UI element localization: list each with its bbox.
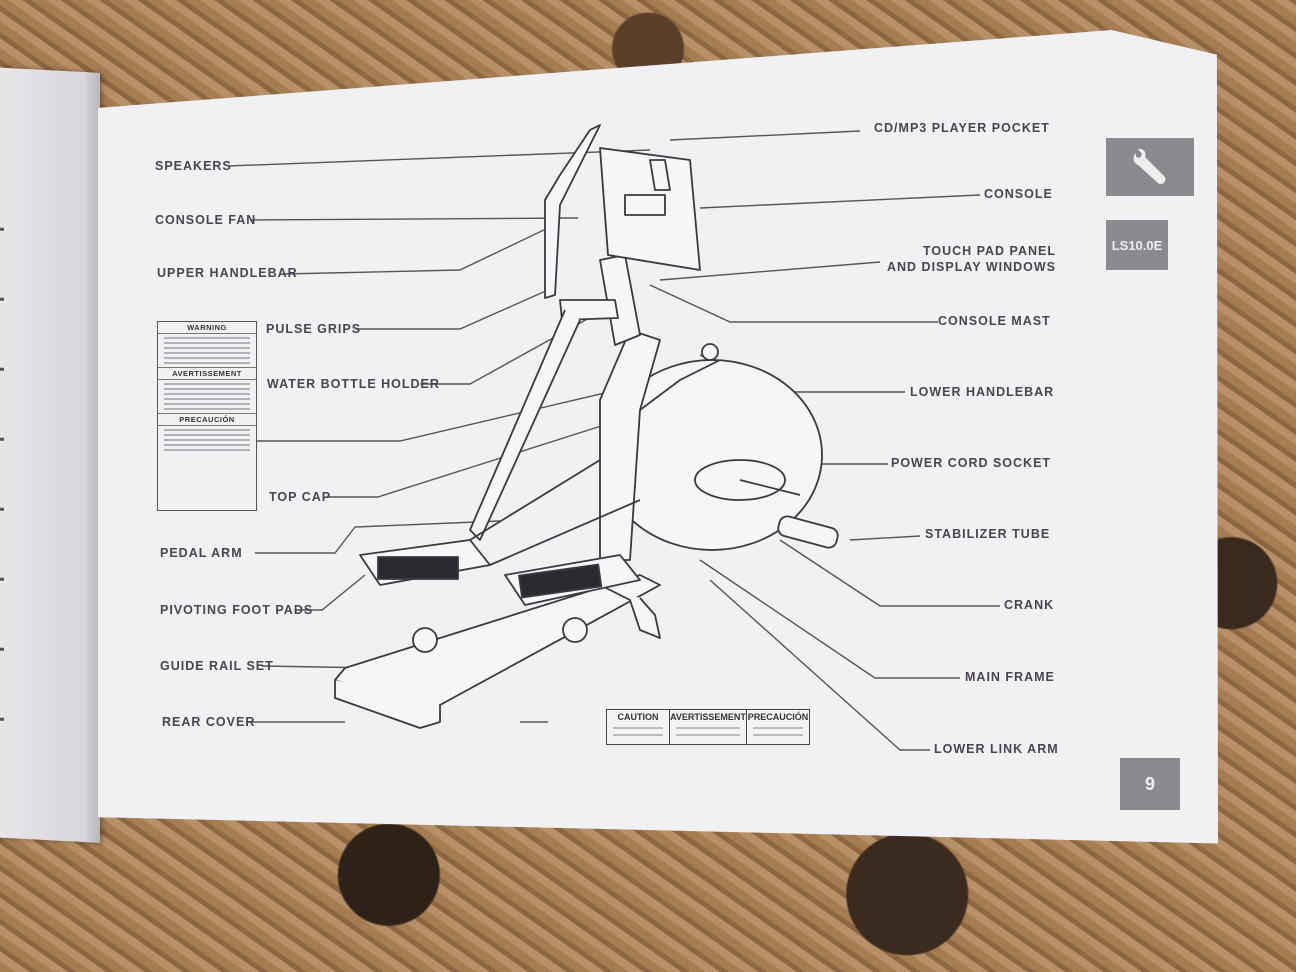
label-crank: CRANK	[1004, 598, 1055, 612]
label-cd-mp3-player-pocket: CD/MP3 PLAYER POCKET	[874, 121, 1050, 135]
label-stabilizer-tube: STABILIZER TUBE	[925, 527, 1051, 541]
warning-heading: WARNING	[158, 322, 256, 334]
label-lower-link-arm: LOWER LINK ARM	[934, 742, 1059, 756]
caution-sticker: CAUTION AVERTISSEMENT PRECAUCIÓN	[606, 709, 810, 745]
page-number-tab: 9	[1120, 758, 1180, 810]
caution-avertissement-heading: AVERTISSEMENT	[670, 712, 746, 722]
label-console-fan: CONSOLE FAN	[155, 213, 257, 227]
label-top-cap: TOP CAP	[269, 490, 332, 504]
caution-precaucion-heading: PRECAUCIÓN	[747, 712, 809, 722]
section-tab	[1106, 138, 1194, 196]
label-main-frame: MAIN FRAME	[965, 670, 1055, 684]
label-water-bottle-holder: WATER BOTTLE HOLDER	[267, 377, 440, 391]
label-pivoting-foot-pads: PIVOTING FOOT PADS	[160, 603, 314, 617]
label-pulse-grips: PULSE GRIPS	[266, 322, 362, 336]
wrench-icon	[1133, 148, 1166, 185]
caution-heading: CAUTION	[617, 712, 659, 722]
label-console: CONSOLE	[984, 187, 1053, 201]
label-pedal-arm: PEDAL ARM	[160, 546, 243, 560]
warning-sticker: WARNING AVERTISSEMENT PRECAUCIÓN	[157, 321, 257, 511]
label-console-mast: CONSOLE MAST	[938, 314, 1051, 328]
label-upper-handlebar: UPPER HANDLEBAR	[157, 266, 298, 280]
label-lower-handlebar: LOWER HANDLEBAR	[910, 385, 1055, 399]
label-guide-rail-set: GUIDE RAIL SET	[160, 659, 274, 673]
label-display-windows: AND DISPLAY WINDOWS	[886, 260, 1056, 274]
precaucion-heading: PRECAUCIÓN	[158, 413, 256, 426]
model-tab: LS10.0E	[1106, 220, 1168, 270]
label-rear-cover: REAR COVER	[162, 715, 256, 729]
label-speakers: SPEAKERS	[155, 159, 232, 173]
label-touch-pad-panel: TOUCH PAD PANEL	[922, 244, 1056, 258]
avertissement-heading: AVERTISSEMENT	[158, 367, 256, 380]
label-power-cord-socket: POWER CORD SOCKET	[891, 456, 1052, 470]
